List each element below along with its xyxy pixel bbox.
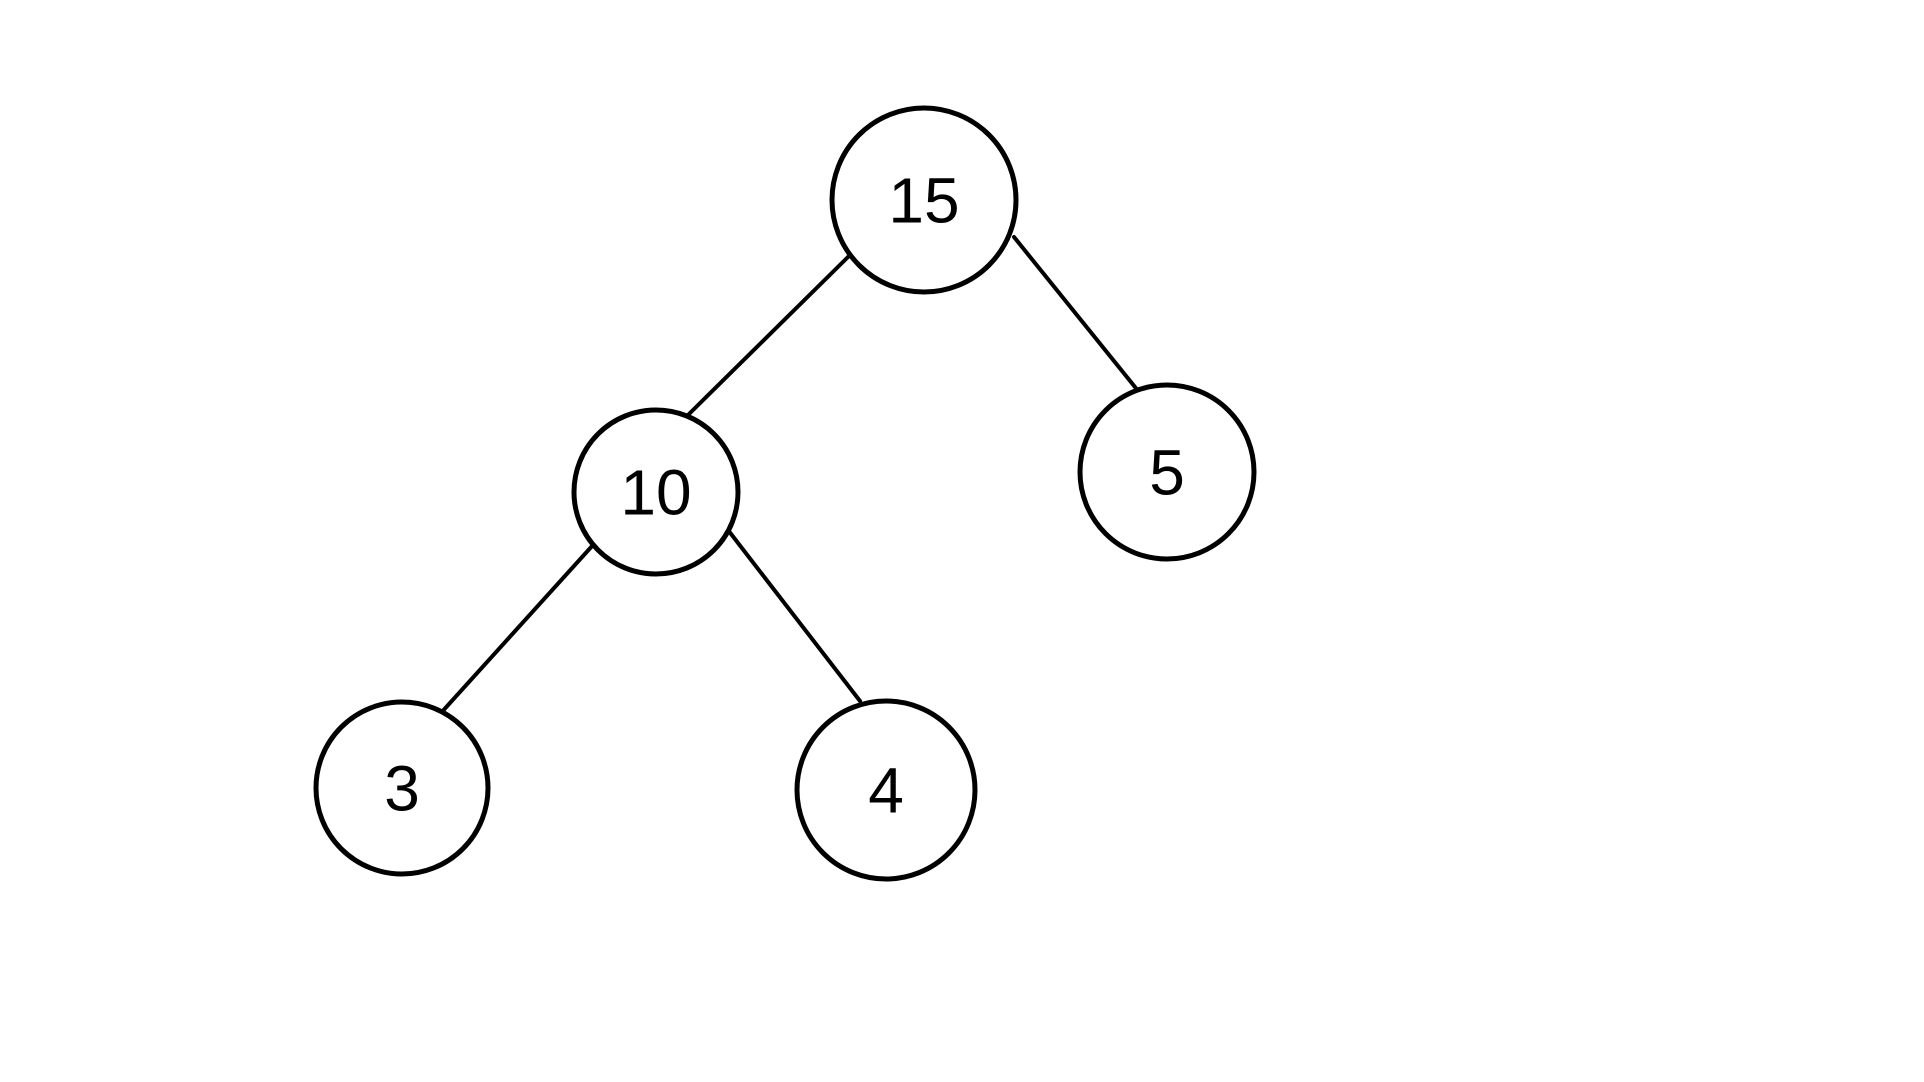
tree-edge-15-5 [1012,235,1141,394]
tree-node-label-15: 15 [888,164,959,236]
tree-node-circle-10 [571,407,741,577]
tree-node-label-4: 4 [868,754,904,826]
tree-edge-10-3 [438,543,595,716]
tree-node-circle-4 [794,698,978,882]
tree-node-label-10: 10 [620,456,691,528]
tree-node-circle-15 [829,105,1019,295]
tree-node-label-3: 3 [384,752,420,824]
tree-edge-15-10 [686,254,851,417]
tree-node-circle-3 [313,699,491,877]
tree-node-label-5: 5 [1149,436,1185,508]
tree-node-circle-5 [1077,382,1257,562]
tree-edge-10-4 [726,528,862,703]
